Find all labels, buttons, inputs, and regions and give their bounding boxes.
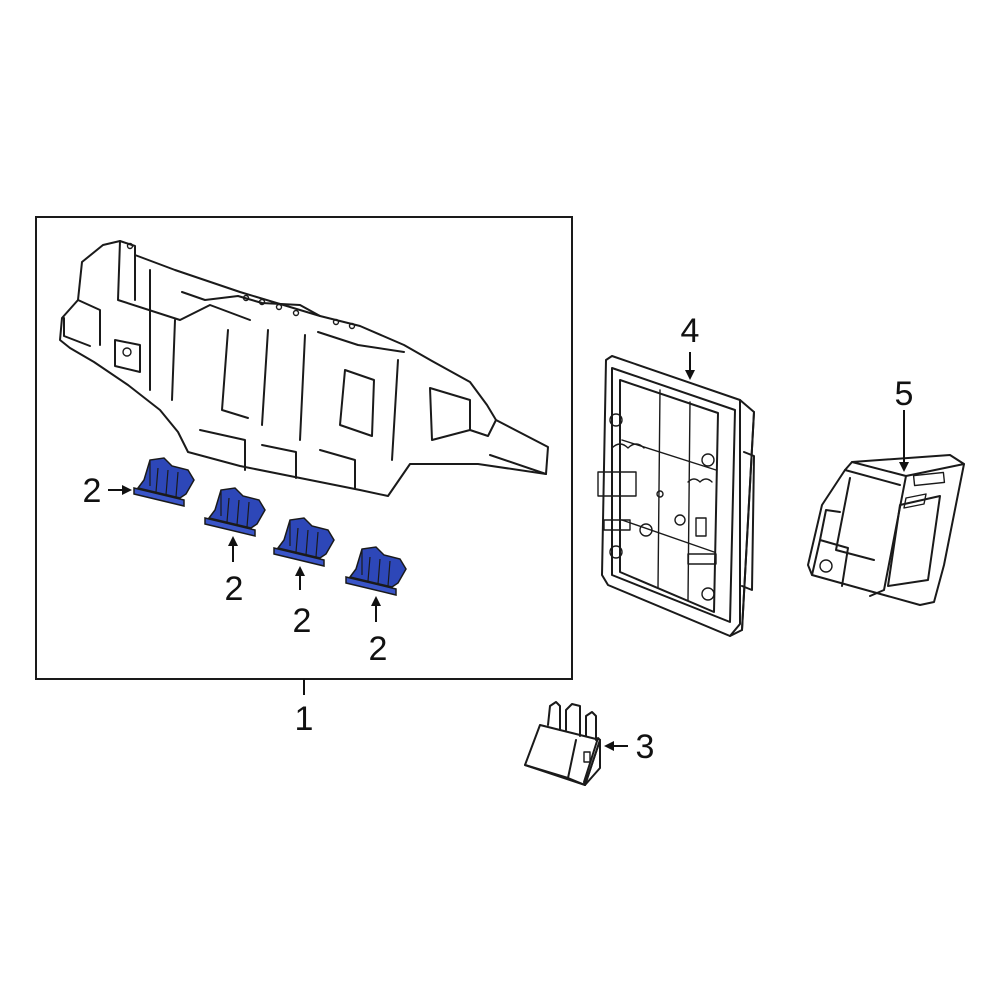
relay-2a[interactable] bbox=[133, 457, 195, 507]
callout-1-label: 1 bbox=[295, 700, 314, 738]
relay-part-3[interactable] bbox=[524, 701, 601, 786]
callout-2a-label: 2 bbox=[83, 472, 102, 510]
callout-2d-label: 2 bbox=[369, 630, 388, 668]
callout-2b-label: 2 bbox=[225, 570, 244, 608]
relay-2d[interactable] bbox=[345, 546, 407, 596]
callout-2c-label: 2 bbox=[293, 602, 312, 640]
relay-2b[interactable] bbox=[204, 487, 266, 537]
module-part-5[interactable] bbox=[807, 454, 965, 606]
callout-5-label: 5 bbox=[895, 375, 914, 413]
callout-3-label: 3 bbox=[636, 728, 655, 766]
callout-4-label: 4 bbox=[681, 312, 700, 350]
relay-2c[interactable] bbox=[273, 517, 335, 567]
fuse-box-part[interactable] bbox=[59, 240, 549, 497]
control-module-part-4[interactable] bbox=[597, 355, 755, 637]
